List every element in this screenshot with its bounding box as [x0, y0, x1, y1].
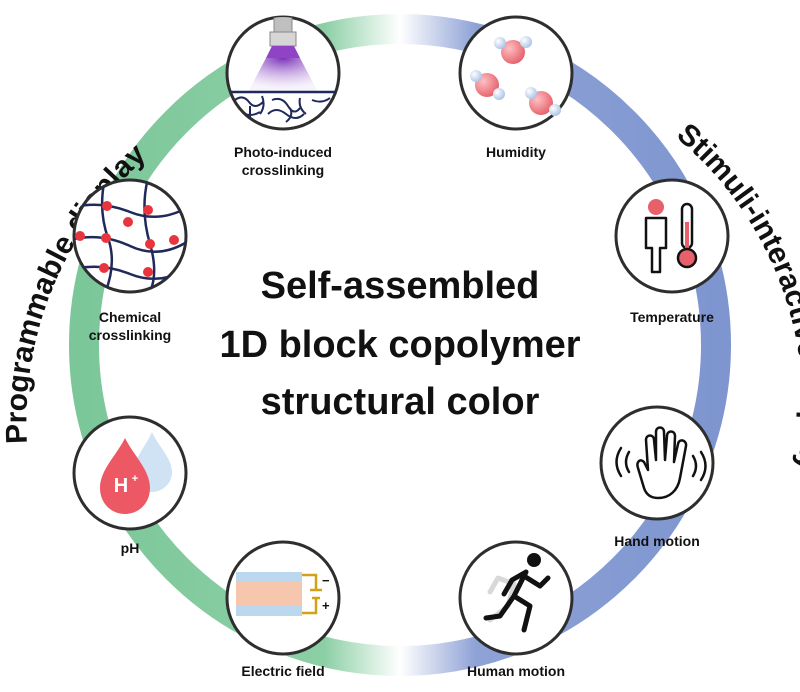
- uv-lamp-crosslinking-icon: [227, 17, 339, 123]
- ph-glyph: H: [114, 475, 128, 497]
- center-title-line2: 1D block copolymer: [219, 324, 580, 366]
- node-photo-induced-crosslinking: Photo-induced crosslinking: [225, 15, 341, 178]
- waving-hand-icon: [615, 426, 707, 500]
- node-hand-motion: Hand motion: [599, 405, 715, 549]
- ring: [69, 14, 731, 676]
- ph-glyph-sup: +: [132, 473, 138, 485]
- node-ph-label: pH: [121, 540, 140, 556]
- node-chemical-label-line1: Chemical: [99, 309, 161, 325]
- running-person-icon: [483, 553, 551, 633]
- node-electric-label: Electric field: [241, 663, 324, 679]
- node-human-motion: Human motion: [458, 540, 574, 679]
- node-ph: H + pH: [72, 415, 188, 556]
- crosslinked-network-icon: [74, 180, 186, 292]
- electrode-stack-icon: [236, 572, 322, 616]
- node-temperature-label: Temperature: [630, 309, 714, 325]
- node-humidity: Humidity: [458, 15, 574, 160]
- person-thermometer-icon: [644, 199, 698, 274]
- node-electric-field: − + Electric field: [225, 540, 341, 679]
- electric-plus: +: [322, 598, 330, 613]
- drop-icon: [100, 432, 172, 514]
- node-hand-label: Hand motion: [614, 533, 700, 549]
- center-title: Self-assembled 1D block copolymer struct…: [219, 265, 580, 423]
- node-human-label: Human motion: [467, 663, 565, 679]
- node-humidity-label: Humidity: [486, 144, 546, 160]
- ring-band: [69, 14, 731, 676]
- node-photo-label-line1: Photo-induced: [234, 144, 332, 160]
- center-title-line3: structural color: [261, 381, 540, 423]
- node-temperature: Temperature: [614, 178, 730, 325]
- node-chemical-crosslinking: Chemical crosslinking: [72, 178, 188, 343]
- center-title-line1: Self-assembled: [261, 265, 540, 307]
- electric-minus: −: [322, 573, 330, 588]
- node-chemical-label-line2: crosslinking: [89, 327, 171, 343]
- node-photo-label-line2: crosslinking: [242, 162, 324, 178]
- water-molecules-icon: [470, 36, 561, 116]
